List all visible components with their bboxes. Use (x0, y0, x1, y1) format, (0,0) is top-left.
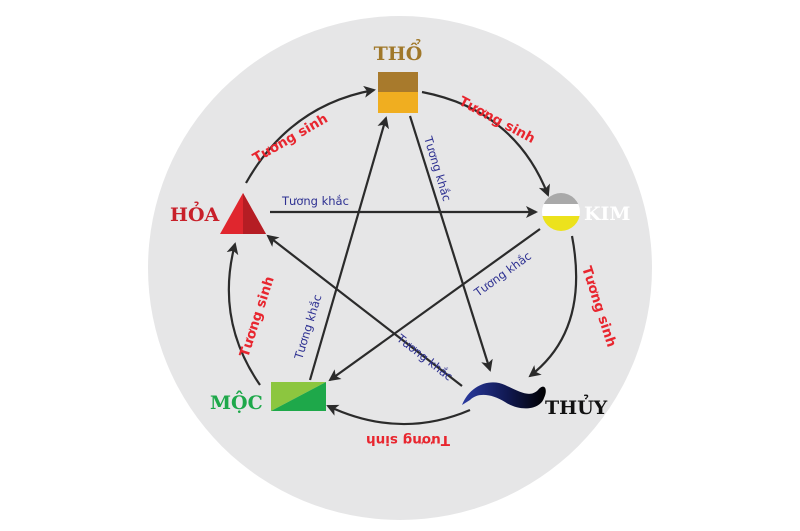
earth-square-icon (378, 72, 418, 92)
hoa-label: HỎA (170, 200, 220, 226)
tho-node: THỔ (374, 38, 423, 113)
kim-node: KIM (542, 193, 630, 231)
kim-label: KIM (584, 203, 630, 225)
metal-circle-icon (542, 193, 580, 231)
label-sinh-thuy-moc: Tương sinh (366, 432, 450, 448)
tho-label: THỔ (374, 38, 423, 65)
thuy-node: THỦY (462, 382, 608, 419)
arrow-kim-moc (328, 228, 541, 382)
moc-node: MỘC (210, 382, 326, 414)
fire-triangle-shade (243, 193, 266, 234)
arrow-kim-thuy (528, 235, 578, 378)
arrow-moc-hoa (226, 242, 261, 386)
arrow-thuy-hoa (266, 234, 463, 387)
arrow-hoa-tho (245, 85, 376, 184)
label-khac-hoa-kim: Tương khắc (281, 194, 349, 208)
arrow-tho-thuy (408, 115, 493, 372)
earth-square-lower (378, 92, 418, 113)
arrow-moc-tho (308, 116, 389, 381)
wood-rect-lower (271, 382, 326, 411)
water-wave-icon (462, 382, 546, 409)
thuy-label: THỦY (545, 393, 608, 419)
arrow-tho-kim (421, 90, 550, 197)
hoa-node: HỎA (170, 193, 266, 234)
arrow-thuy-moc (326, 404, 471, 426)
moc-label: MỘC (210, 390, 263, 414)
